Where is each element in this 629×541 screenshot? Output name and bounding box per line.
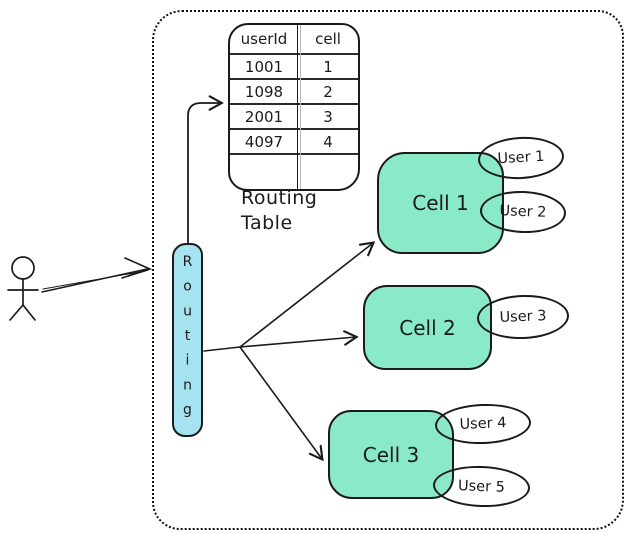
routing-table: userId cell 1001 1 1098 2 2001 3 4097 4 (228, 23, 360, 191)
table-row: 1098 2 (230, 80, 358, 105)
table-header-row: userId cell (230, 25, 358, 55)
user-2-label: User 2 (499, 203, 547, 221)
actor-to-routing-arrow (41, 257, 153, 293)
cell-1-label: Cell 1 (412, 191, 469, 215)
table-cell-userid: 2001 (244, 107, 284, 126)
routing-table-caption: Routing Table (241, 187, 318, 234)
table-cell-userid: 1098 (244, 82, 284, 101)
routing-node: Routing (172, 243, 203, 437)
table-cell-cell: 1 (323, 57, 333, 76)
table-cell-cell: 2 (323, 82, 333, 101)
table-cell-cell: 4 (323, 132, 333, 151)
user-3-label: User 3 (499, 308, 547, 326)
cell-3-label: Cell 3 (362, 442, 420, 467)
cell-2-label: Cell 2 (399, 315, 456, 340)
table-row: 4097 4 (230, 130, 358, 155)
table-header-cell: cell (315, 30, 341, 48)
table-header-userid: userId (240, 30, 288, 48)
table-cell-userid: 1001 (244, 57, 284, 76)
cell-2-box: Cell 2 (363, 285, 492, 370)
table-column-divider (297, 25, 301, 189)
user-1-label: User 1 (497, 148, 545, 168)
table-cell-cell: 3 (323, 107, 333, 126)
cell-system-boundary (152, 10, 624, 530)
user-5-label: User 5 (457, 477, 506, 496)
table-row: 1001 1 (230, 55, 358, 80)
cell-3-box: Cell 3 (328, 410, 454, 499)
table-row: 2001 3 (230, 105, 358, 130)
table-empty-row (230, 155, 358, 181)
cell-1-box: Cell 1 (377, 152, 504, 254)
user-4-label: User 4 (459, 415, 507, 433)
actor-icon (7, 256, 39, 321)
routing-node-label: Routing (179, 253, 196, 427)
table-cell-userid: 4097 (244, 132, 284, 151)
